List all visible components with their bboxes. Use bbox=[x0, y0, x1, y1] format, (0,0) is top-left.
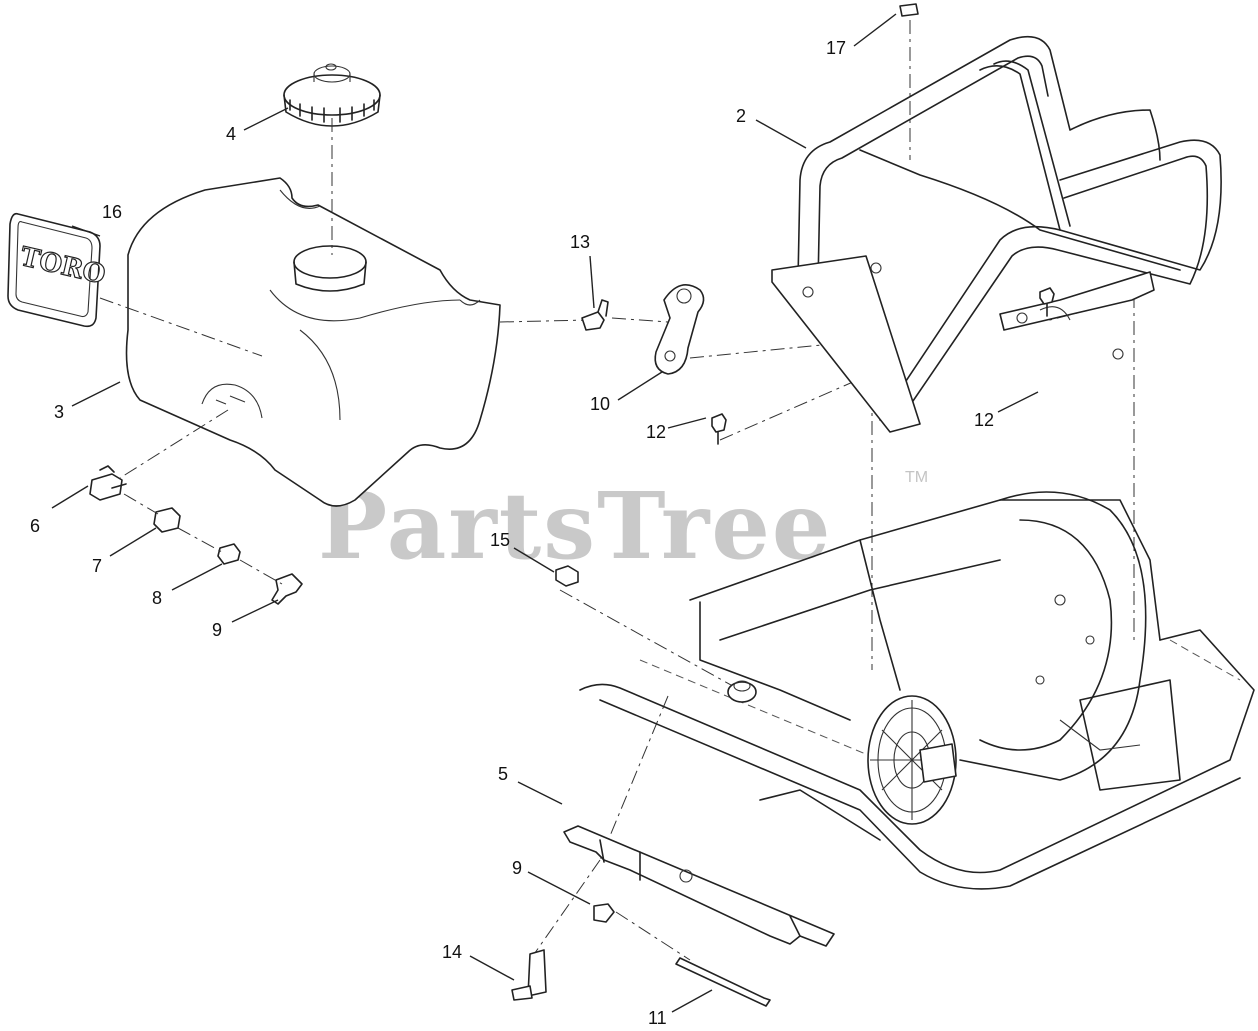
callout-5: 5 bbox=[498, 764, 508, 784]
callout-11: 11 bbox=[648, 1008, 667, 1028]
exciter-assembly bbox=[727, 680, 957, 825]
throttle-assembly bbox=[511, 825, 835, 1007]
decal-17 bbox=[899, 3, 919, 17]
fuel-tank bbox=[125, 177, 501, 507]
base-frame bbox=[579, 491, 1255, 890]
leader-lines bbox=[51, 13, 1039, 1013]
callout-13: 13 bbox=[570, 232, 590, 252]
callout-17: 17 bbox=[826, 38, 846, 58]
callout-10: 10 bbox=[590, 394, 610, 414]
callouts: 4 16 3 6 7 8 9 13 10 12 12 2 17 15 5 9 1… bbox=[30, 38, 994, 1028]
callout-8: 8 bbox=[152, 588, 162, 608]
callout-16: 16 bbox=[102, 202, 122, 222]
callout-4: 4 bbox=[226, 124, 236, 144]
callout-14: 14 bbox=[442, 942, 462, 962]
callout-15: 15 bbox=[490, 530, 510, 550]
callout-9-lower: 9 bbox=[512, 858, 522, 878]
bolts bbox=[711, 287, 1055, 445]
callout-7: 7 bbox=[92, 556, 102, 576]
callout-12-right: 12 bbox=[974, 410, 994, 430]
callout-2: 2 bbox=[736, 106, 746, 126]
toro-decal: TORO bbox=[7, 212, 109, 328]
watermark-trademark: TM bbox=[905, 469, 928, 486]
callout-9-upper: 9 bbox=[212, 620, 222, 640]
nut bbox=[555, 565, 579, 587]
fuel-cap bbox=[283, 63, 381, 127]
fuel-valve-assembly bbox=[89, 465, 303, 605]
callout-3: 3 bbox=[54, 402, 64, 422]
fuel-lever bbox=[581, 284, 705, 375]
callout-6: 6 bbox=[30, 516, 40, 536]
callout-12-left: 12 bbox=[646, 422, 666, 442]
watermark-text: PartsTree bbox=[318, 472, 832, 580]
watermark: PartsTree TM bbox=[318, 469, 928, 580]
handle-frame bbox=[771, 35, 1222, 433]
